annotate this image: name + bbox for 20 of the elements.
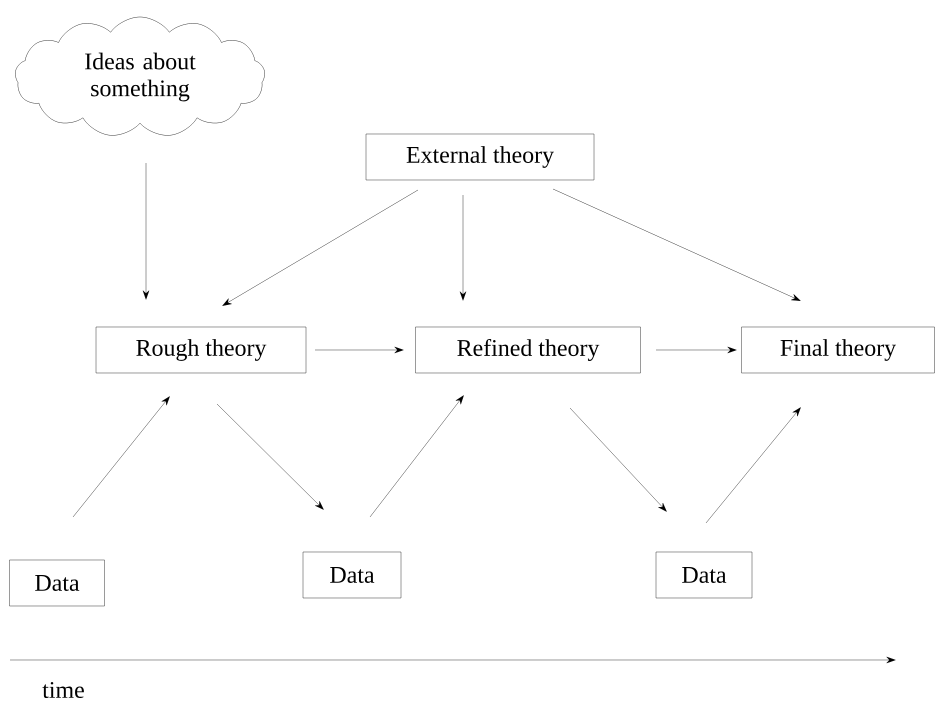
arrow xyxy=(460,194,466,301)
arrow xyxy=(72,396,170,518)
arrow xyxy=(216,404,324,510)
arrow xyxy=(370,395,464,518)
arrow xyxy=(222,190,418,306)
arrow xyxy=(656,346,737,354)
data-box: Data xyxy=(302,552,402,598)
theory-box: Final theory xyxy=(741,326,935,374)
theory-box: Refined theory xyxy=(415,326,641,374)
theory-box: Rough theory xyxy=(96,326,306,374)
arrow xyxy=(314,346,404,354)
arrow xyxy=(706,407,801,524)
theory-box: External theory xyxy=(366,134,594,180)
arrow xyxy=(552,188,801,301)
arrow xyxy=(570,408,667,512)
data-box: Data xyxy=(656,552,752,598)
arrow xyxy=(142,162,150,300)
idea-cloud: Ideas about something xyxy=(15,16,265,136)
axis-label: time xyxy=(42,682,84,698)
data-box: Data xyxy=(9,560,105,606)
